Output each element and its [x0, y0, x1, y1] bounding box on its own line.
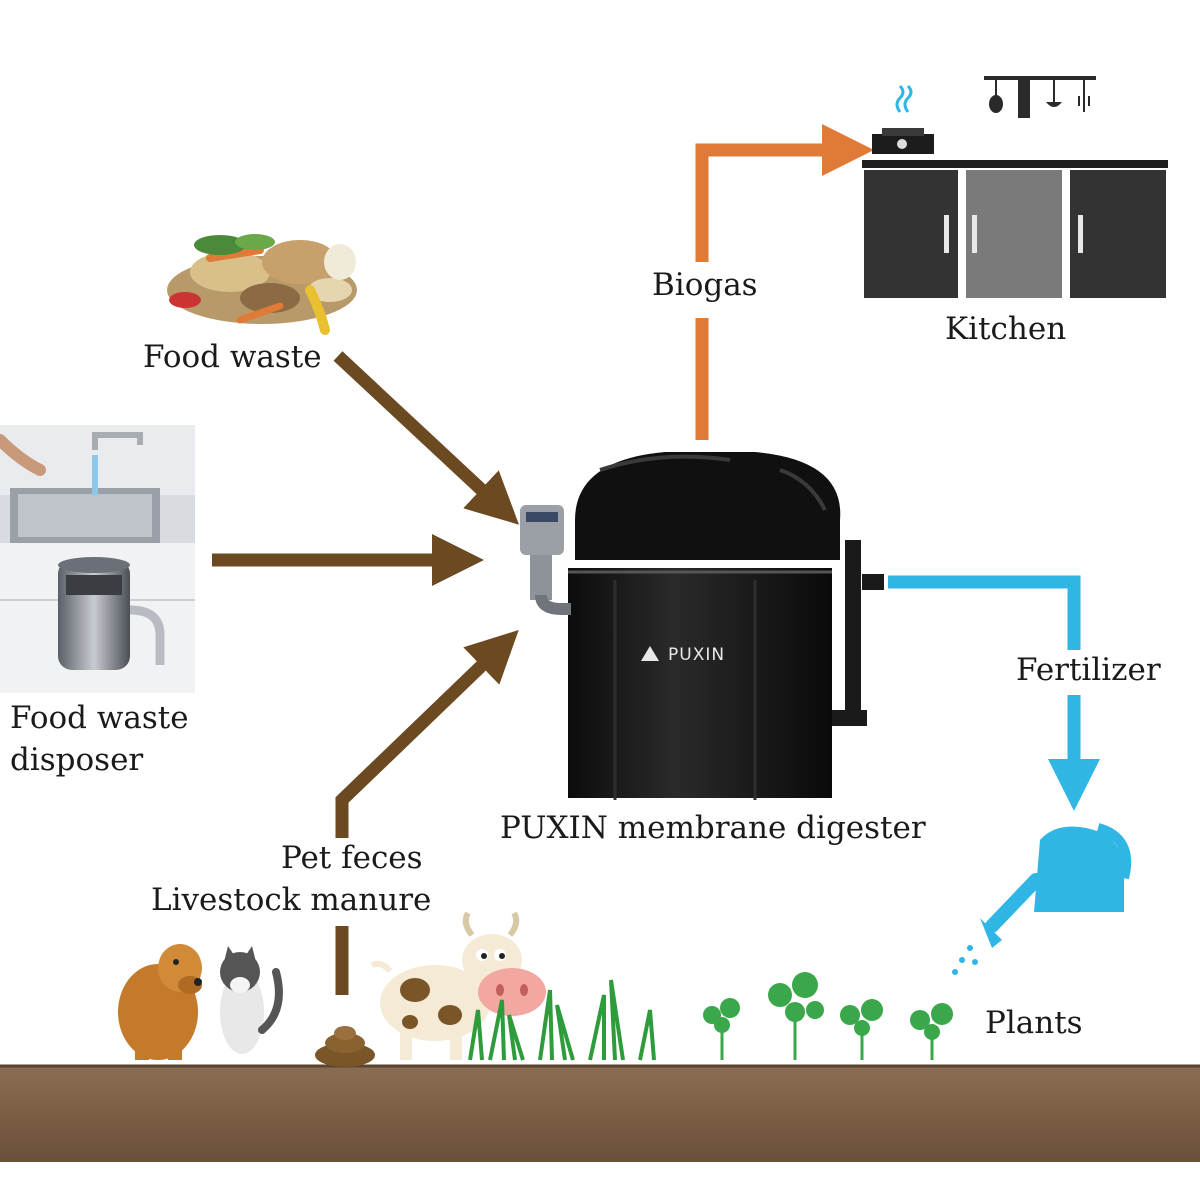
stove-icon [872, 84, 934, 154]
dog-icon [118, 944, 202, 1060]
sink-disposer-icon [0, 425, 195, 693]
label-disposer-line1: Food waste [10, 700, 189, 736]
label-digester: PUXIN membrane digester [500, 810, 926, 846]
label-plants: Plants [985, 1005, 1083, 1041]
digester-icon [520, 452, 884, 800]
label-pet-feces: Pet feces [281, 840, 423, 876]
label-food-waste: Food waste [143, 339, 322, 375]
label-livestock-manure: Livestock manure [151, 882, 432, 918]
watering-can-icon [952, 823, 1132, 975]
utensil-rack-icon [984, 76, 1096, 118]
arrow-food-waste [333, 351, 520, 525]
grass-icon [468, 979, 656, 1061]
food-waste-icon [167, 234, 357, 335]
ground [0, 1065, 1200, 1162]
plant-icon [703, 972, 953, 1060]
label-disposer-line2: disposer [10, 742, 144, 778]
cow-icon [370, 911, 546, 1060]
label-biogas: Biogas [652, 267, 758, 303]
digester-brand: PUXIN [668, 645, 725, 665]
arrow-fertilizer-upper [888, 575, 1081, 650]
kitchen-icon [862, 76, 1168, 298]
label-kitchen: Kitchen [945, 311, 1067, 347]
arrow-manure-upper [335, 629, 519, 838]
manure-icon [315, 1026, 375, 1067]
arrow-biogas-upper [695, 124, 874, 262]
label-fertilizer: Fertilizer [1016, 652, 1161, 688]
cat-icon [220, 946, 283, 1054]
